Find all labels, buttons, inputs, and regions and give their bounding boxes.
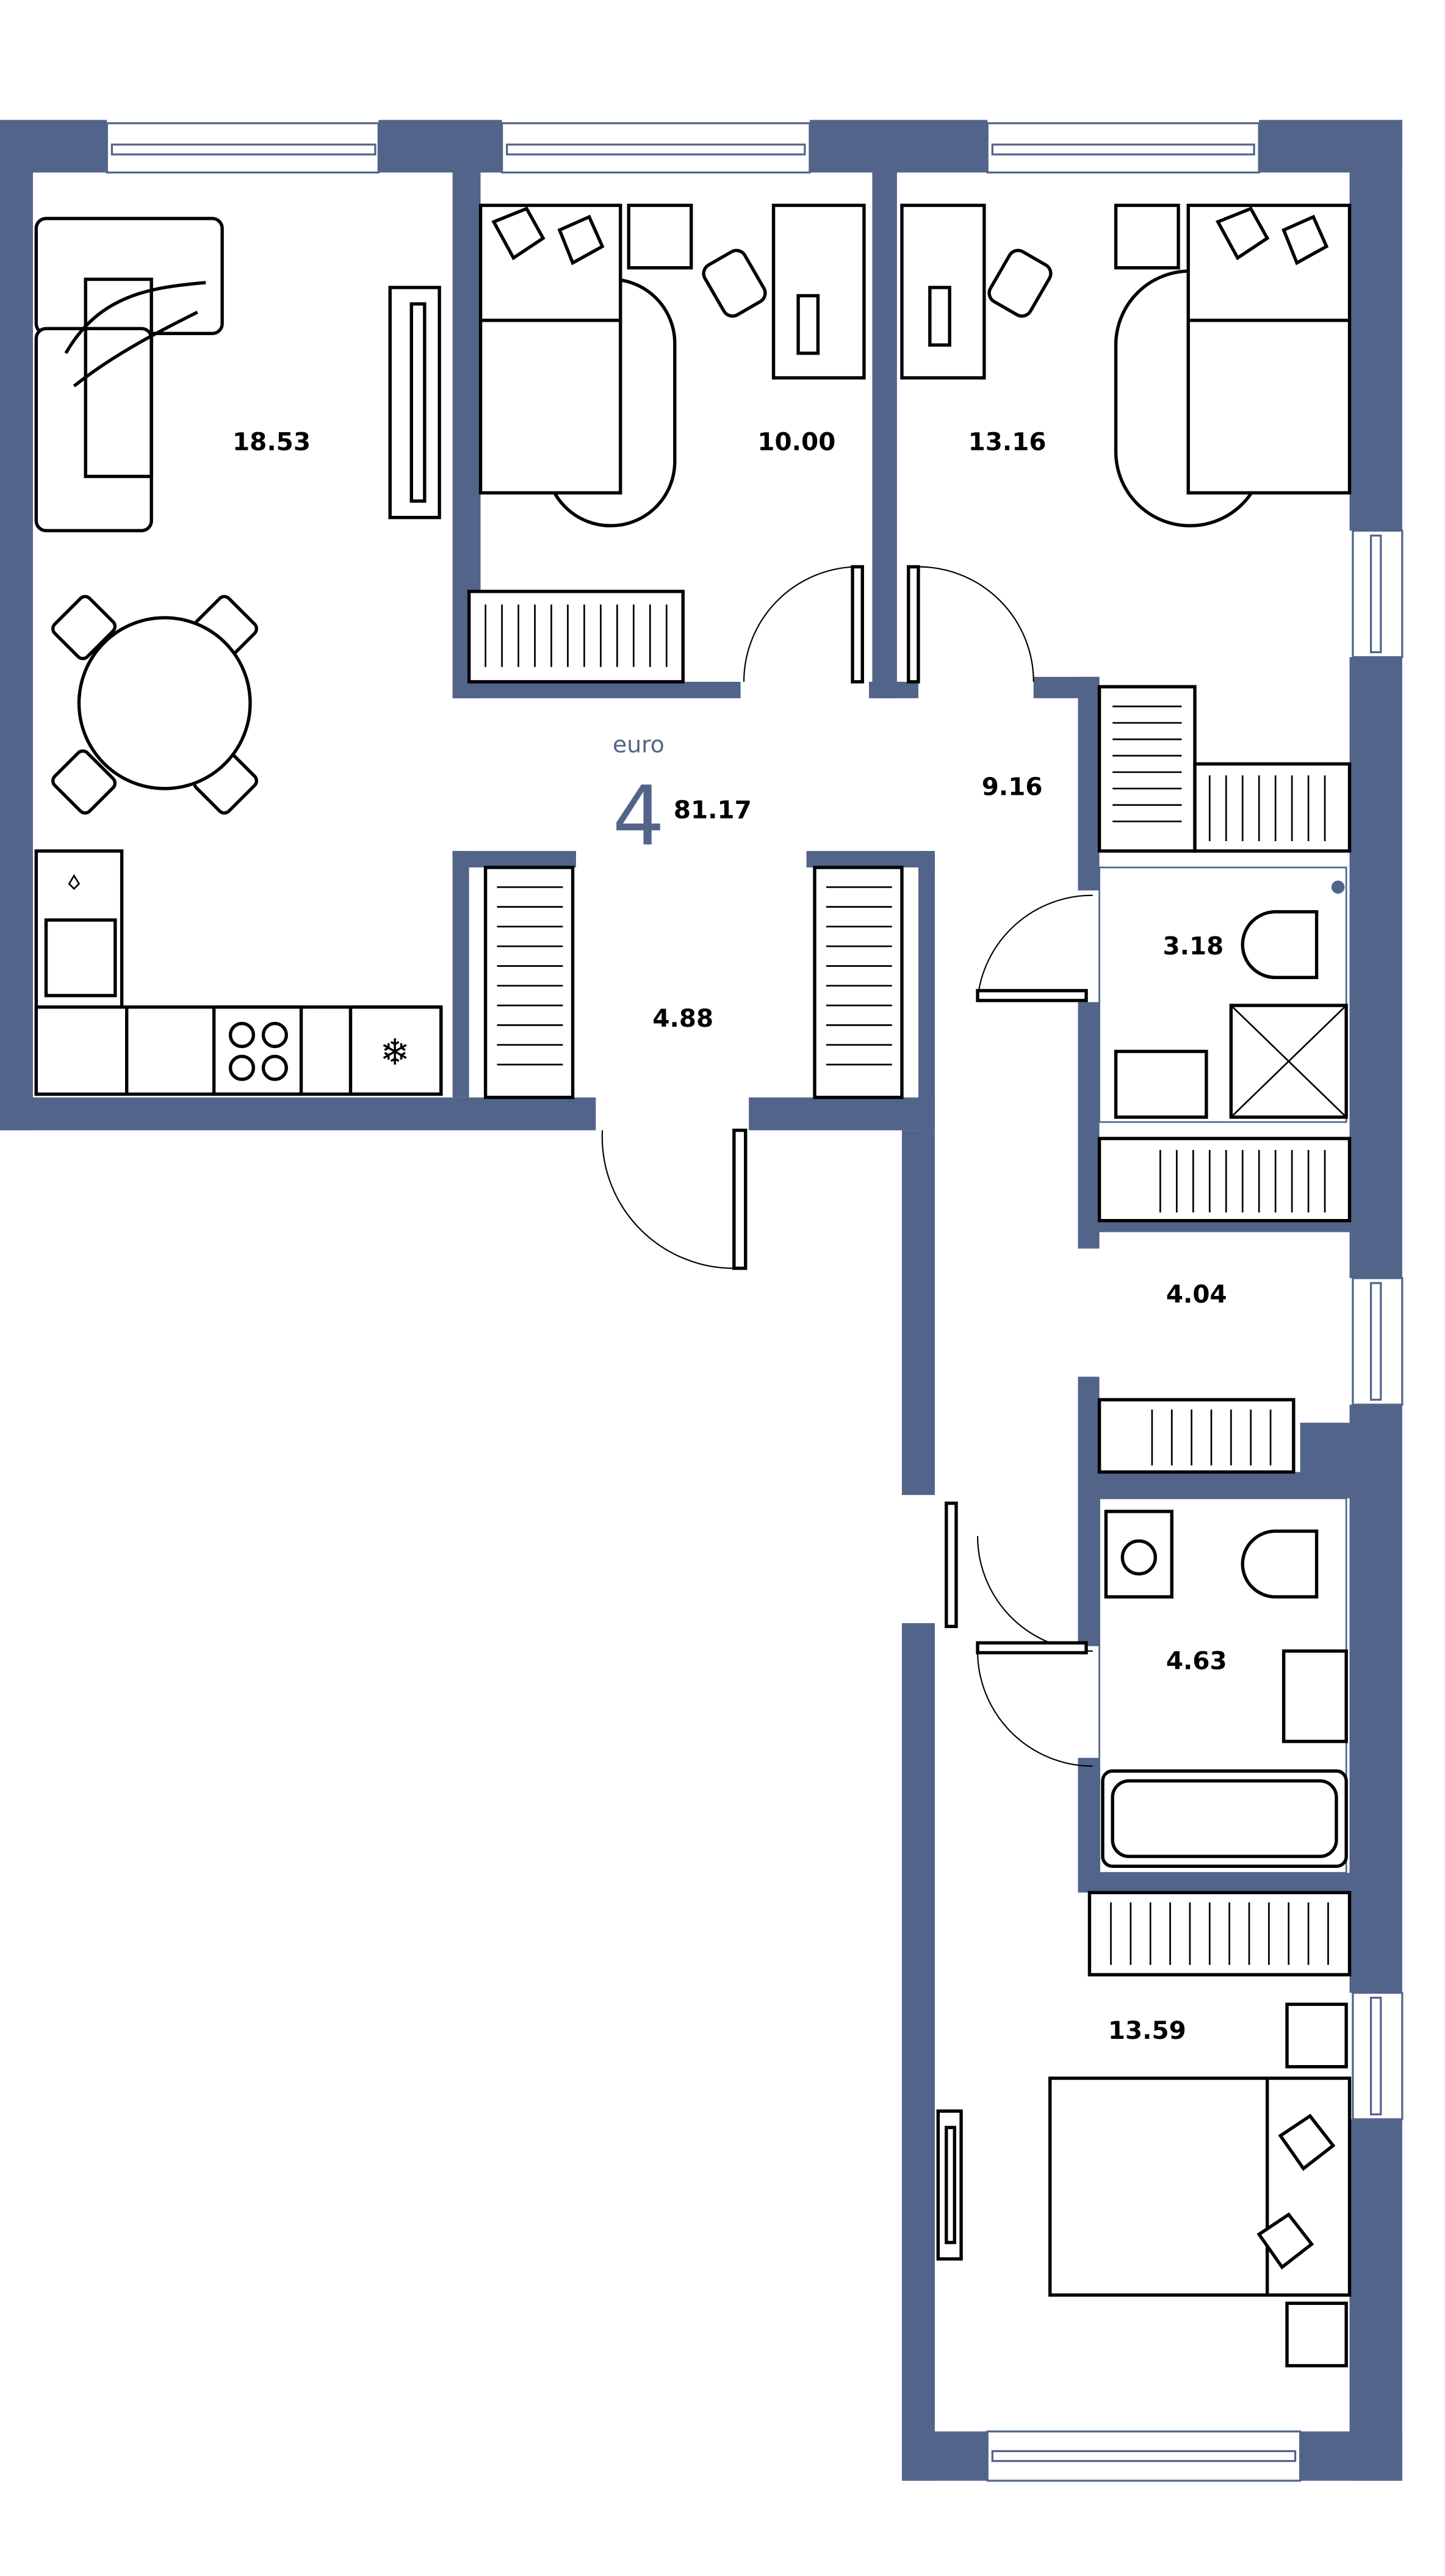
- room-labels: 18.53 10.00 13.16 9.16 3.18 4.88 4.04 4.…: [232, 427, 1227, 2044]
- washing-machine-icon: [1104, 1510, 1173, 1599]
- toilet-icon: [1241, 1529, 1319, 1599]
- room-area-label: 10.00: [757, 427, 835, 456]
- sink-icon: [1281, 1649, 1348, 1743]
- wardrobe-icon: [1087, 1890, 1352, 1977]
- walls: [0, 120, 1402, 2481]
- sink-icon: [1114, 1049, 1208, 1119]
- toilet-icon: [1241, 910, 1319, 980]
- nightstand-icon: [1285, 2301, 1348, 2368]
- apartment-summary: euro 4 81.17: [613, 731, 752, 864]
- room-area-label: 3.18: [1162, 932, 1223, 961]
- nightstand-icon: [1114, 203, 1180, 270]
- room-area-label: 4.04: [1166, 1279, 1227, 1309]
- doors: [601, 565, 1093, 1767]
- bed-icon: [1114, 203, 1352, 527]
- riser-icon: [1331, 880, 1345, 894]
- bathtub-icon: [1101, 1769, 1348, 1869]
- rooms-count: 4: [613, 768, 665, 864]
- room-area-label: 18.53: [232, 427, 311, 456]
- bathroom-fixtures: [1098, 866, 1348, 1123]
- bed-icon: [478, 203, 677, 527]
- snowflake-icon: ❄: [380, 1032, 410, 1073]
- furniture: ❄: [34, 203, 1352, 2368]
- room-area-label: 4.88: [652, 1004, 713, 1033]
- wardrobe-icon: [467, 590, 685, 684]
- room-area-label: 9.16: [982, 772, 1043, 801]
- layout-type-label: euro: [613, 731, 665, 758]
- bed-icon: [1048, 2076, 1352, 2297]
- bathroom-fixtures: [1098, 1497, 1348, 1874]
- tv-icon: [936, 2109, 963, 2261]
- kitchen-icon: ❄: [34, 849, 443, 1096]
- room-area-label: 13.16: [968, 427, 1047, 456]
- desk-icon: [900, 203, 1053, 380]
- desk-icon: [702, 203, 866, 380]
- nightstand-icon: [1285, 2002, 1348, 2069]
- windows: [106, 122, 1404, 2482]
- nightstand-icon: [627, 203, 693, 270]
- tv-icon: [388, 286, 441, 519]
- wardrobe-icon: [483, 866, 904, 1099]
- room-area-label: 13.59: [1108, 2016, 1186, 2045]
- dining-table-icon: [51, 595, 259, 815]
- room-area-label: 4.63: [1166, 1646, 1227, 1675]
- total-area: 81.17: [674, 795, 752, 824]
- wardrobe-icon: [1097, 1137, 1352, 1474]
- sofa-icon: [34, 217, 224, 532]
- wardrobe-icon: [1097, 685, 1352, 853]
